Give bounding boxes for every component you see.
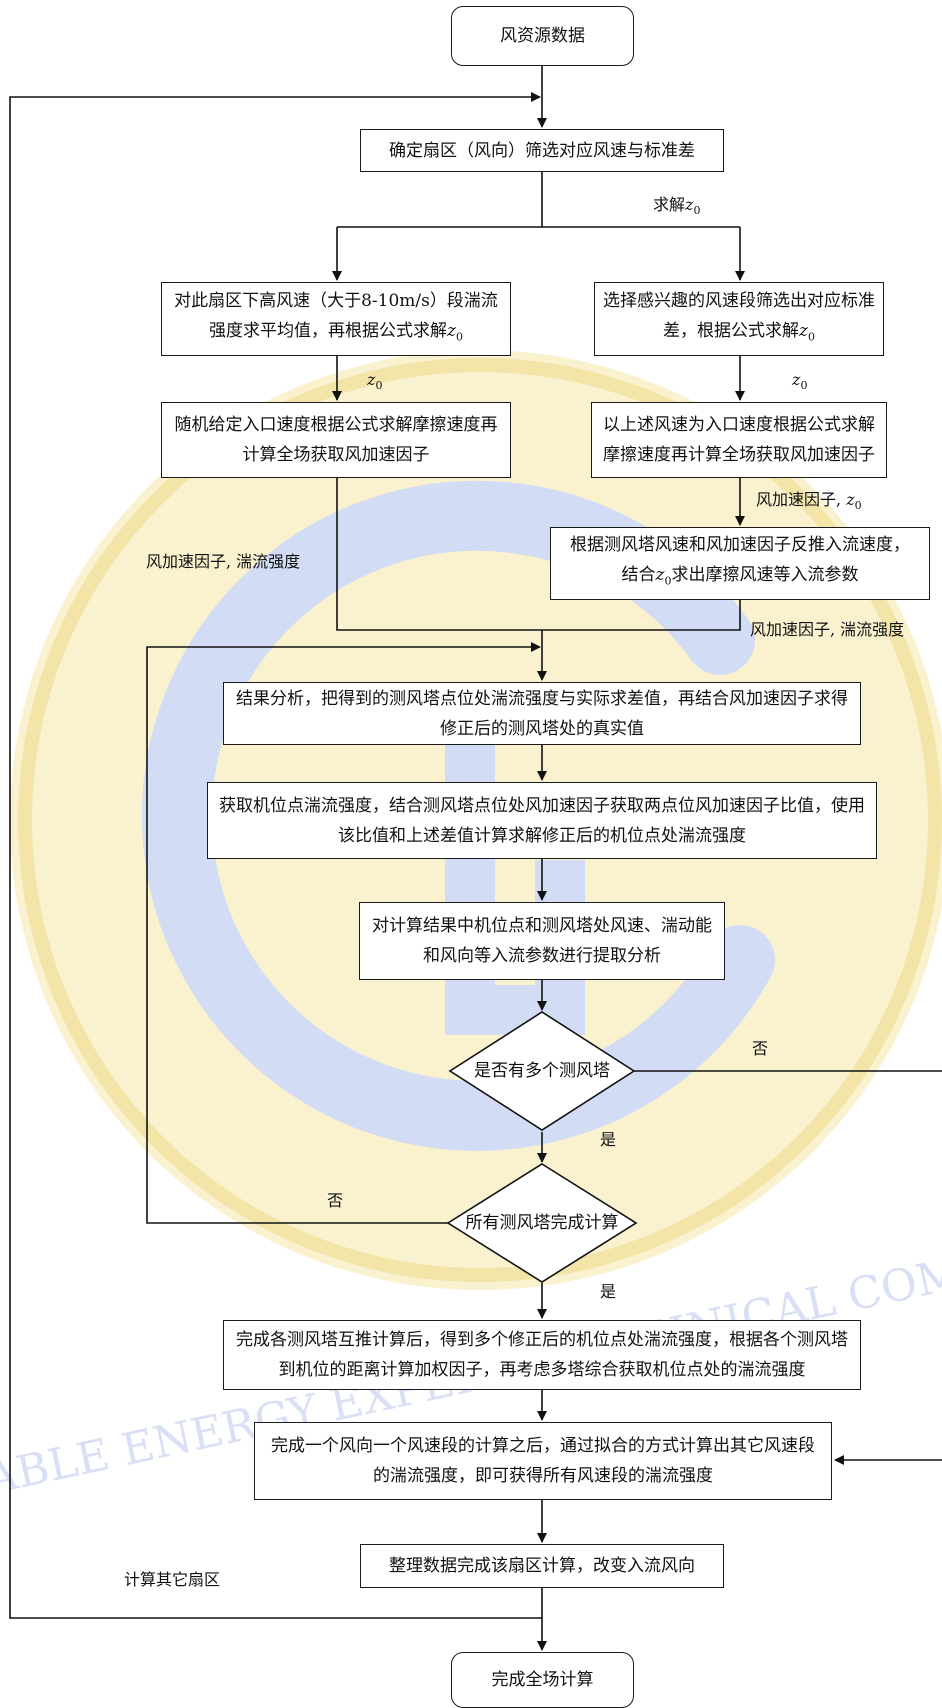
left1-box: 对此扇区下高风速（大于8-10m/s）段湍流强度求平均值，再根据公式求解z0	[161, 282, 511, 356]
right1-text: 选择感兴趣的风速段筛选出对应标准差，根据公式求解	[603, 290, 875, 341]
right1-z: z	[799, 320, 808, 341]
label-accel-z0: 风加速因子, z0	[756, 490, 862, 516]
decision2-diamond	[446, 1163, 638, 1283]
right1-z-sub: 0	[807, 330, 815, 344]
decision2-label: 所有测风塔完成计算	[465, 1213, 619, 1233]
end-node: 完成全场计算	[451, 1652, 634, 1708]
decision1-label: 是否有多个测风塔	[474, 1061, 610, 1081]
analysis-box: 结果分析，把得到的测风塔点位处湍流强度与实际求差值，再结合风加速因子求得修正后的…	[223, 682, 861, 745]
left1-z: z	[447, 320, 456, 341]
start-node: 风资源数据	[451, 6, 634, 66]
extract-box: 对计算结果中机位点和测风塔处风速、湍动能和风向等入流参数进行提取分析	[359, 902, 725, 980]
right3-text-c: 求出摩擦风速等入流参数	[671, 565, 859, 586]
label-yes-decision1: 是	[600, 1130, 617, 1149]
label-accel-z0-z: z	[846, 490, 855, 509]
sector-box: 确定扇区（风向）筛选对应风速与标准差	[360, 129, 724, 172]
label-z0-left-z: z	[367, 370, 376, 389]
label-solve-text: 求解	[653, 195, 686, 214]
right2-box: 以上述风速为入口速度根据公式求解摩擦速度再计算全场获取风加速因子	[591, 402, 887, 478]
right1-box: 选择感兴趣的风速段筛选出对应标准差，根据公式求解z0	[594, 282, 884, 356]
label-solve-z: z	[685, 195, 694, 214]
weighted-box: 完成各测风塔互推计算后，得到多个修正后的机位点处湍流强度，根据各个测风塔到机位的…	[223, 1320, 861, 1390]
label-z0-right: z0	[792, 370, 807, 396]
label-solve-z-sub: 0	[693, 204, 701, 218]
label-accel-turb-right: 风加速因子, 湍流强度	[750, 620, 905, 639]
left2-box: 随机给定入口速度根据公式求解摩擦速度再计算全场获取风加速因子	[161, 402, 511, 478]
label-yes-decision2: 是	[600, 1282, 617, 1301]
tidy-box: 整理数据完成该扇区计算，改变入流风向	[360, 1544, 724, 1588]
line-left2-merge	[336, 478, 542, 631]
label-no-decision1: 否	[752, 1039, 769, 1058]
label-z0-left: z0	[367, 370, 382, 396]
right3-text-a: 根据测风塔风速和风加速因子反推入流速度，	[570, 535, 910, 556]
decision1-diamond	[448, 1011, 636, 1131]
label-accel-z0-text: 风加速因子,	[756, 490, 847, 509]
turbine-box: 获取机位点湍流强度，结合测风塔点位处风加速因子获取两点位风加速因子比值，使用该比…	[207, 782, 877, 859]
label-other-sectors: 计算其它扇区	[124, 1570, 221, 1589]
loop-decision2-no	[146, 642, 541, 1224]
left1-z-sub: 0	[455, 330, 463, 344]
label-accel-z0-sub: 0	[854, 499, 862, 513]
right3-z-sub: 0	[664, 574, 672, 588]
label-no-decision2: 否	[327, 1191, 344, 1210]
label-z0-left-sub: 0	[375, 379, 383, 393]
label-z0-right-sub: 0	[800, 379, 808, 393]
label-z0-right-z: z	[792, 370, 801, 389]
right3-box: 根据测风塔风速和风加速因子反推入流速度， 结合z0求出摩擦风速等入流参数	[550, 527, 930, 600]
label-accel-turb-left: 风加速因子, 湍流强度	[146, 552, 301, 571]
label-solve-z0: 求解z0	[653, 195, 700, 221]
left1-text: 对此扇区下高风速（大于8-10m/s）段湍流强度求平均值，再根据公式求解	[174, 290, 498, 341]
right3-z: z	[655, 565, 665, 586]
loop-other-sectors	[9, 92, 542, 1619]
right3-text-b: 结合	[621, 565, 656, 586]
line-right3-merge	[542, 600, 741, 631]
fit-box: 完成一个风向一个风速段的计算之后，通过拟合的方式计算出其它风速段的湍流强度，即可…	[254, 1422, 832, 1500]
